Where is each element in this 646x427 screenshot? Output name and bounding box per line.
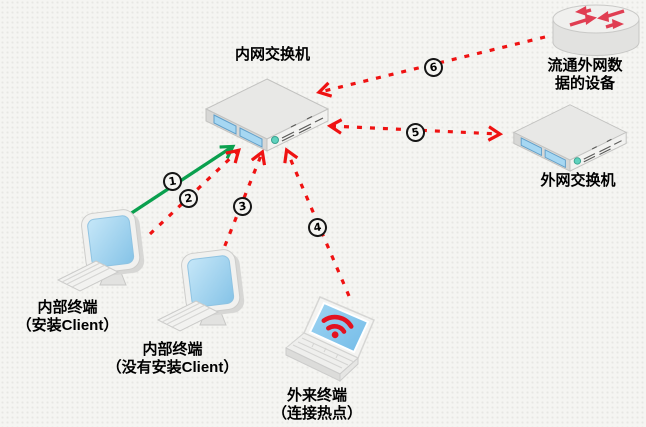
router-label: 流通外网数 据的设备 bbox=[547, 57, 623, 92]
monitor-icon bbox=[181, 249, 245, 317]
monitor-icon bbox=[81, 209, 145, 277]
external-switch-icon bbox=[511, 102, 629, 172]
external-terminal-icon bbox=[282, 296, 388, 388]
keyboard-icon bbox=[56, 260, 120, 292]
step-badge-1: 1 bbox=[161, 170, 184, 193]
switch-led-icon bbox=[573, 157, 582, 165]
switch-port-icon bbox=[213, 114, 237, 135]
step-badge-3: 3 bbox=[231, 195, 254, 218]
step-badge-5: 5 bbox=[404, 121, 427, 144]
switch-port-icon bbox=[544, 149, 566, 169]
switch-port-icon bbox=[239, 127, 263, 148]
step-badge-2: 2 bbox=[177, 187, 200, 210]
terminal-with-client-label: 内部终端 （安装Client） bbox=[16, 299, 119, 334]
switch-port-icon bbox=[520, 137, 542, 157]
switch-led-icon bbox=[271, 136, 279, 144]
router-icon bbox=[550, 2, 642, 58]
step-badge-6: 6 bbox=[422, 56, 445, 79]
keyboard-icon bbox=[156, 300, 220, 332]
terminal-without-client-label: 内部终端 （没有安装Client） bbox=[106, 341, 239, 376]
wifi-icon bbox=[321, 314, 354, 339]
internal-switch-label: 内网交换机 bbox=[234, 46, 310, 63]
terminal-without-client-icon bbox=[156, 246, 252, 340]
laptop-base bbox=[285, 332, 359, 383]
step-badge-4: 4 bbox=[306, 216, 329, 239]
internal-switch-icon bbox=[203, 76, 331, 152]
switch-vents bbox=[583, 138, 622, 163]
external-switch-label: 外网交换机 bbox=[540, 172, 616, 189]
switch-vents bbox=[281, 115, 324, 142]
external-terminal-label: 外来终端 （连接热点） bbox=[271, 387, 362, 422]
terminal-with-client-icon bbox=[56, 206, 152, 300]
laptop-screen bbox=[303, 296, 375, 360]
router-arrows-icon bbox=[569, 6, 625, 29]
